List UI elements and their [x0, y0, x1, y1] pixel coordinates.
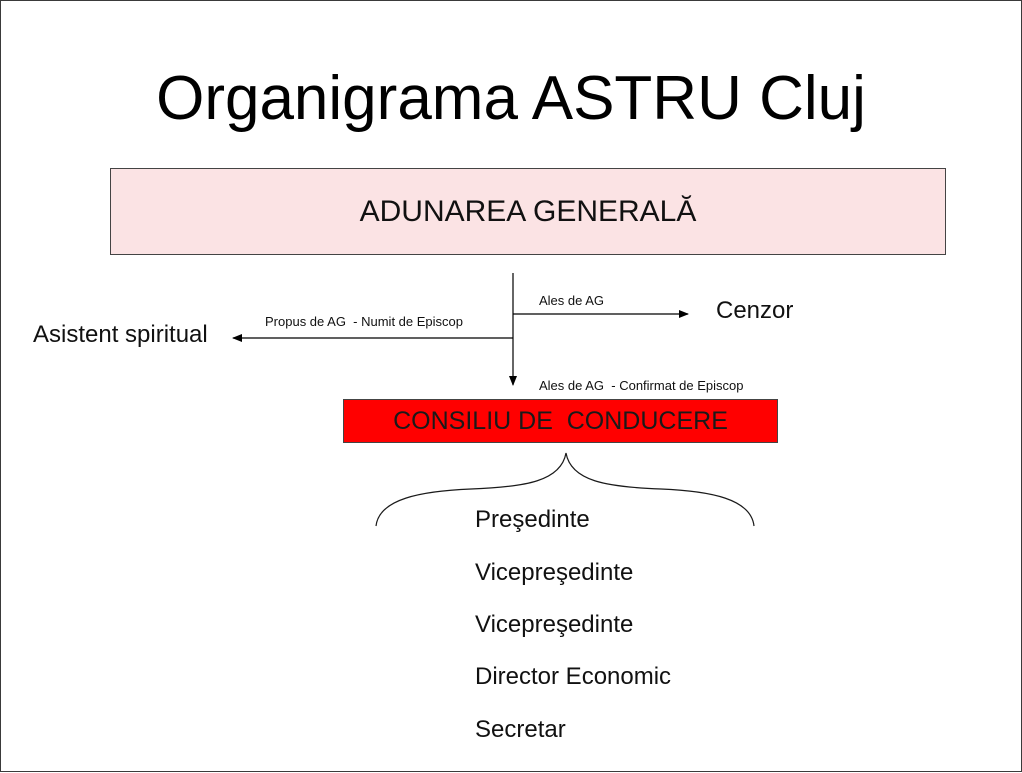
member-item: Secretar — [475, 716, 566, 743]
board-label: CONSILIU DE CONDUCERE — [393, 406, 728, 435]
general-assembly-node: ADUNAREA GENERALĂ — [110, 168, 946, 255]
censor-node: Cenzor — [716, 297, 794, 324]
spiritual-assistant-node: Asistent spiritual — [33, 321, 208, 348]
censor-relation-label: Ales de AG — [539, 293, 605, 308]
board-relation-label: Ales de AG - Confirmat de Episcop — [539, 378, 744, 393]
board-node: CONSILIU DE CONDUCERE — [343, 399, 778, 443]
member-item: Director Economic — [475, 663, 672, 690]
spiritual-assistant-relation-label: Propus de AG - Numit de Episcop — [265, 314, 463, 329]
diagram-title: Organigrama ASTRU Cluj — [156, 64, 866, 133]
general-assembly-label: ADUNAREA GENERALĂ — [359, 194, 697, 228]
member-item: Vicepreşedinte — [475, 559, 634, 586]
member-item: Vicepreşedinte — [475, 611, 634, 638]
member-item: Preşedinte — [475, 506, 590, 533]
